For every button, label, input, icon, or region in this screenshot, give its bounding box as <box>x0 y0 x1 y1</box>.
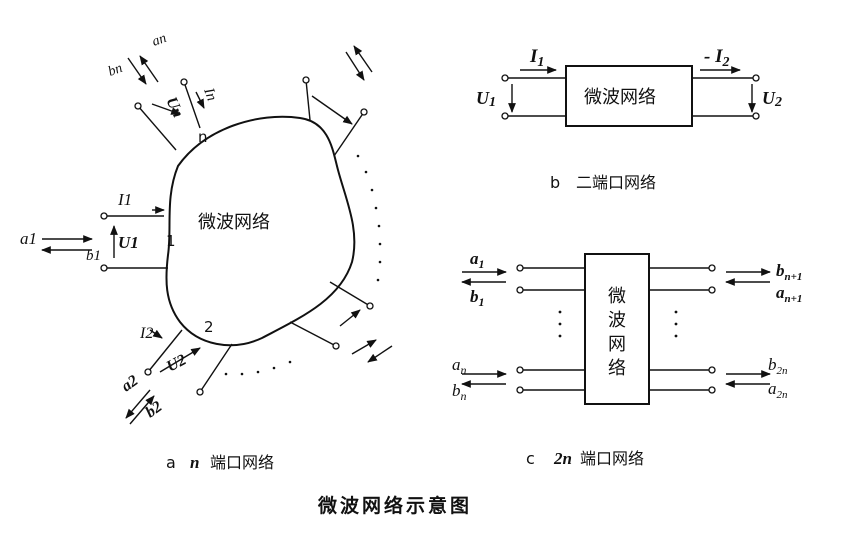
port2-number: 2 <box>204 318 214 336</box>
label-an: an <box>452 355 467 377</box>
caption-a-letter: a <box>166 453 176 472</box>
caption-c-2n: 2n <box>553 449 572 468</box>
two-port-box-label: 微波网络 <box>584 87 656 108</box>
caption-a-text: 端口网络 <box>210 453 274 472</box>
panel-c-2n-port: 微 波 网 络 <box>452 249 802 468</box>
caption-a-n: n <box>190 453 199 472</box>
portn-number: n <box>198 128 208 146</box>
label-bn1: bn+1 <box>776 261 802 283</box>
box-char-3: 网 <box>608 334 626 355</box>
port2-current: I2 <box>139 325 153 342</box>
port-1: I1 U1 a1 b1 1 <box>20 190 176 272</box>
figure-title: 微波网络示意图 <box>317 494 472 517</box>
port-upper-right <box>302 45 373 157</box>
port1-number: 1 <box>166 232 176 250</box>
label-a2n: a2n <box>768 379 788 401</box>
label-minus-i2: - I2 <box>704 46 729 70</box>
box-char-1: 微 <box>608 286 626 307</box>
label-an1: an+1 <box>776 283 802 305</box>
port1-out-wave: b1 <box>86 248 101 264</box>
dotted-continuation <box>224 154 382 376</box>
port-lower-right <box>289 281 393 363</box>
port2-out-wave: b2 <box>143 398 166 421</box>
caption-c-letter: c <box>526 449 535 468</box>
port1-current: I1 <box>117 190 132 209</box>
two-port-box <box>565 65 693 127</box>
port-n: In Un an bn n <box>106 31 220 151</box>
panel-a-n-port: 微波网络 I1 U1 a1 b1 1 I2 <box>20 31 393 472</box>
blob-label: 微波网络 <box>198 212 270 233</box>
port2-in-wave: a2 <box>119 372 142 395</box>
caption-c-text: 端口网络 <box>580 449 644 468</box>
port-2: I2 U2 a2 b2 2 <box>119 318 233 425</box>
port1-voltage: U1 <box>118 233 139 252</box>
label-i1: I1 <box>529 46 544 70</box>
port1-in-wave: a1 <box>20 229 37 248</box>
panel-b-two-port: 微波网络 I1 - I2 U1 U2 b 二端口网络 <box>476 46 782 192</box>
portn-out-wave: bn <box>106 61 124 80</box>
portn-voltage: Un <box>162 95 186 121</box>
2n-port-box <box>584 253 650 405</box>
caption-b-letter: b <box>550 173 560 192</box>
label-bn: bn <box>452 381 467 403</box>
label-a1: a1 <box>470 249 485 271</box>
label-b1: b1 <box>470 287 485 309</box>
portn-in-wave: an <box>150 31 168 50</box>
portn-current: In <box>200 85 220 103</box>
ellipsis-dots <box>558 310 678 338</box>
label-b2n: b2n <box>768 355 788 377</box>
port2-voltage: U2 <box>164 351 189 375</box>
label-u1: U1 <box>476 88 496 110</box>
box-char-2: 波 <box>608 310 626 331</box>
box-char-4: 络 <box>608 358 626 379</box>
label-u2: U2 <box>762 88 782 110</box>
network-blob <box>165 115 356 347</box>
caption-b-text: 二端口网络 <box>576 173 656 192</box>
